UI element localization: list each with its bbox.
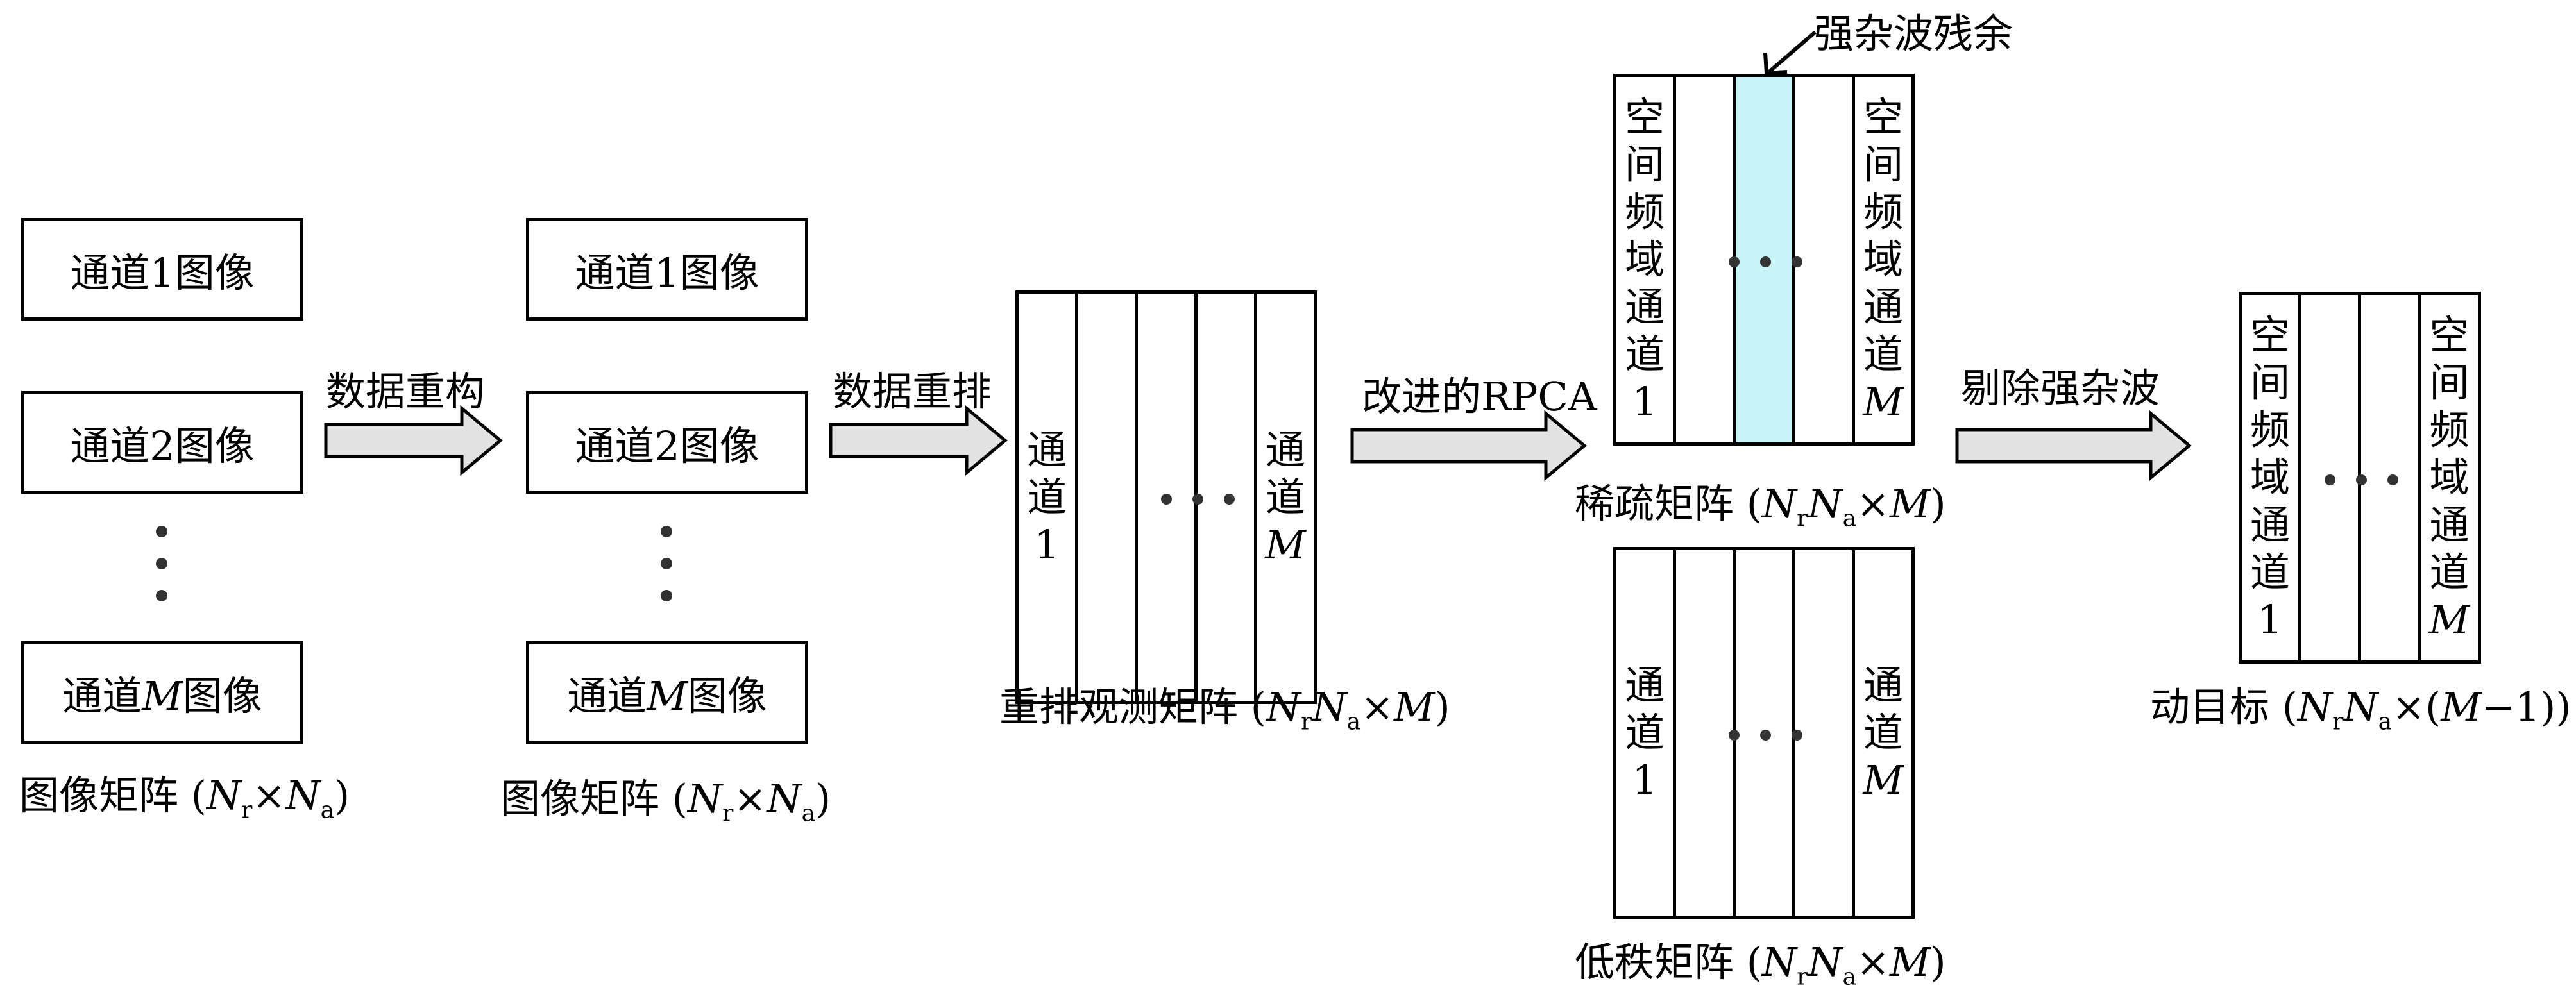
channelM-image-label: 通道M图像: [62, 673, 262, 719]
rearranged-matrix-caption: 重排观测矩阵 (NrNa×M): [999, 684, 1450, 735]
annotation-arrow-icon: [1763, 30, 1817, 76]
channel2-image-box-2: 通道2图像: [526, 391, 808, 494]
channel1-image-label: 通道1图像: [70, 249, 255, 296]
channel1-image-label-2: 通道1图像: [575, 249, 759, 296]
arrow-right-icon: [1955, 410, 2192, 482]
arrow-right-icon: [1350, 410, 1587, 482]
channelM-image-label-2: 通道M图像: [567, 673, 767, 719]
lowrank-matrix-caption: 低秩矩阵 (NrNa×M): [1575, 939, 1946, 990]
column-ellipsis: [1676, 245, 1855, 274]
ellipsis-dot: [661, 590, 672, 601]
arrow-right-icon: [829, 405, 1008, 476]
image-matrix-caption-2: 图像矩阵 (Nr×Na): [500, 775, 831, 827]
arrow-right-icon: [324, 405, 503, 476]
remove-clutter-label: 剔除强杂波: [1961, 365, 2160, 412]
channel2-image-box: 通道2图像: [21, 391, 303, 494]
image-matrix-caption: 图像矩阵 (Nr×Na): [19, 772, 350, 824]
channel1-image-box-2: 通道1图像: [526, 218, 808, 321]
rpca-label: 改进的RPCA: [1362, 373, 1597, 420]
column-ellipsis: [1138, 483, 1257, 512]
channel2-image-label-2: 通道2图像: [575, 423, 759, 469]
sparse-matrix-caption: 稀疏矩阵 (NrNa×M): [1575, 480, 1946, 532]
channelM-image-box-2: 通道M图像: [526, 641, 808, 744]
ellipsis-dot: [156, 558, 167, 569]
clutter-residual-annotation: 强杂波残余: [1814, 10, 2013, 57]
channelM-image-box: 通道M图像: [21, 641, 303, 744]
reconstruct-label: 数据重构: [326, 368, 486, 415]
column-ellipsis: [1676, 718, 1855, 748]
ellipsis-dot: [156, 590, 167, 601]
ellipsis-dot: [156, 526, 167, 537]
channel1-image-box: 通道1图像: [21, 218, 303, 321]
moving-target-caption: 动目标 (NrNa×(M−1)): [2150, 684, 2572, 735]
channel2-image-label: 通道2图像: [70, 423, 255, 469]
ellipsis-dot: [661, 526, 672, 537]
column-ellipsis: [2301, 463, 2421, 492]
ellipsis-dot: [661, 558, 672, 569]
